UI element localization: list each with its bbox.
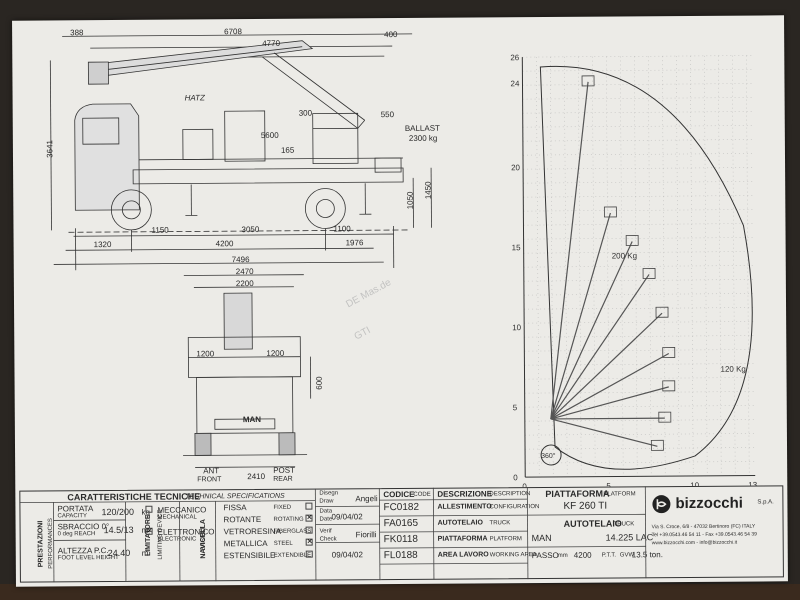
table-surface	[0, 584, 800, 600]
working-envelope	[539, 65, 753, 470]
y-tick-label: 15	[512, 243, 522, 252]
y-tick-label: 0	[513, 473, 518, 482]
load-label-200: 200 Kg	[612, 251, 637, 260]
basket-position	[581, 75, 595, 87]
basket-position	[603, 206, 617, 218]
basket-position	[642, 268, 656, 279]
technical-drawing-sheet: 388 6708 4770 400 HATZ 300 550 5600 165 …	[12, 15, 788, 587]
basket-position	[655, 306, 669, 318]
x-tick-label: 5	[606, 482, 611, 488]
boom-position	[550, 274, 650, 420]
basket-position	[650, 439, 664, 451]
x-tick-label: 13	[748, 481, 758, 488]
boom-position	[550, 241, 633, 420]
x-tick-label: 0	[522, 482, 527, 487]
y-tick-label: 20	[511, 163, 521, 172]
truck-side-view	[49, 33, 432, 271]
load-label-120: 120 Kg	[720, 365, 745, 374]
x-tick-label: 10	[690, 481, 700, 488]
x-axis	[525, 475, 756, 478]
boom-position	[550, 386, 669, 420]
boom-position	[550, 312, 663, 420]
basket-position	[662, 347, 676, 358]
boom-position	[550, 418, 658, 447]
boom-position	[550, 81, 589, 420]
basket-position	[658, 411, 672, 423]
y-tick-label: 26	[510, 53, 520, 62]
truck-rear-view	[183, 274, 312, 468]
y-tick-label: 24	[510, 79, 520, 88]
y-axis	[521, 57, 526, 478]
boom-position	[550, 417, 665, 420]
rotation-label: 360°	[541, 452, 556, 460]
basket-position	[662, 380, 676, 392]
boom-position	[550, 212, 611, 420]
table-gridlines	[19, 486, 647, 583]
y-tick-label: 5	[513, 403, 518, 412]
bizzocchi-logo-icon	[652, 495, 671, 514]
boom-position	[550, 352, 670, 420]
rotation-symbol	[540, 444, 562, 466]
y-tick-label: 10	[512, 323, 522, 332]
basket-position	[625, 234, 639, 246]
